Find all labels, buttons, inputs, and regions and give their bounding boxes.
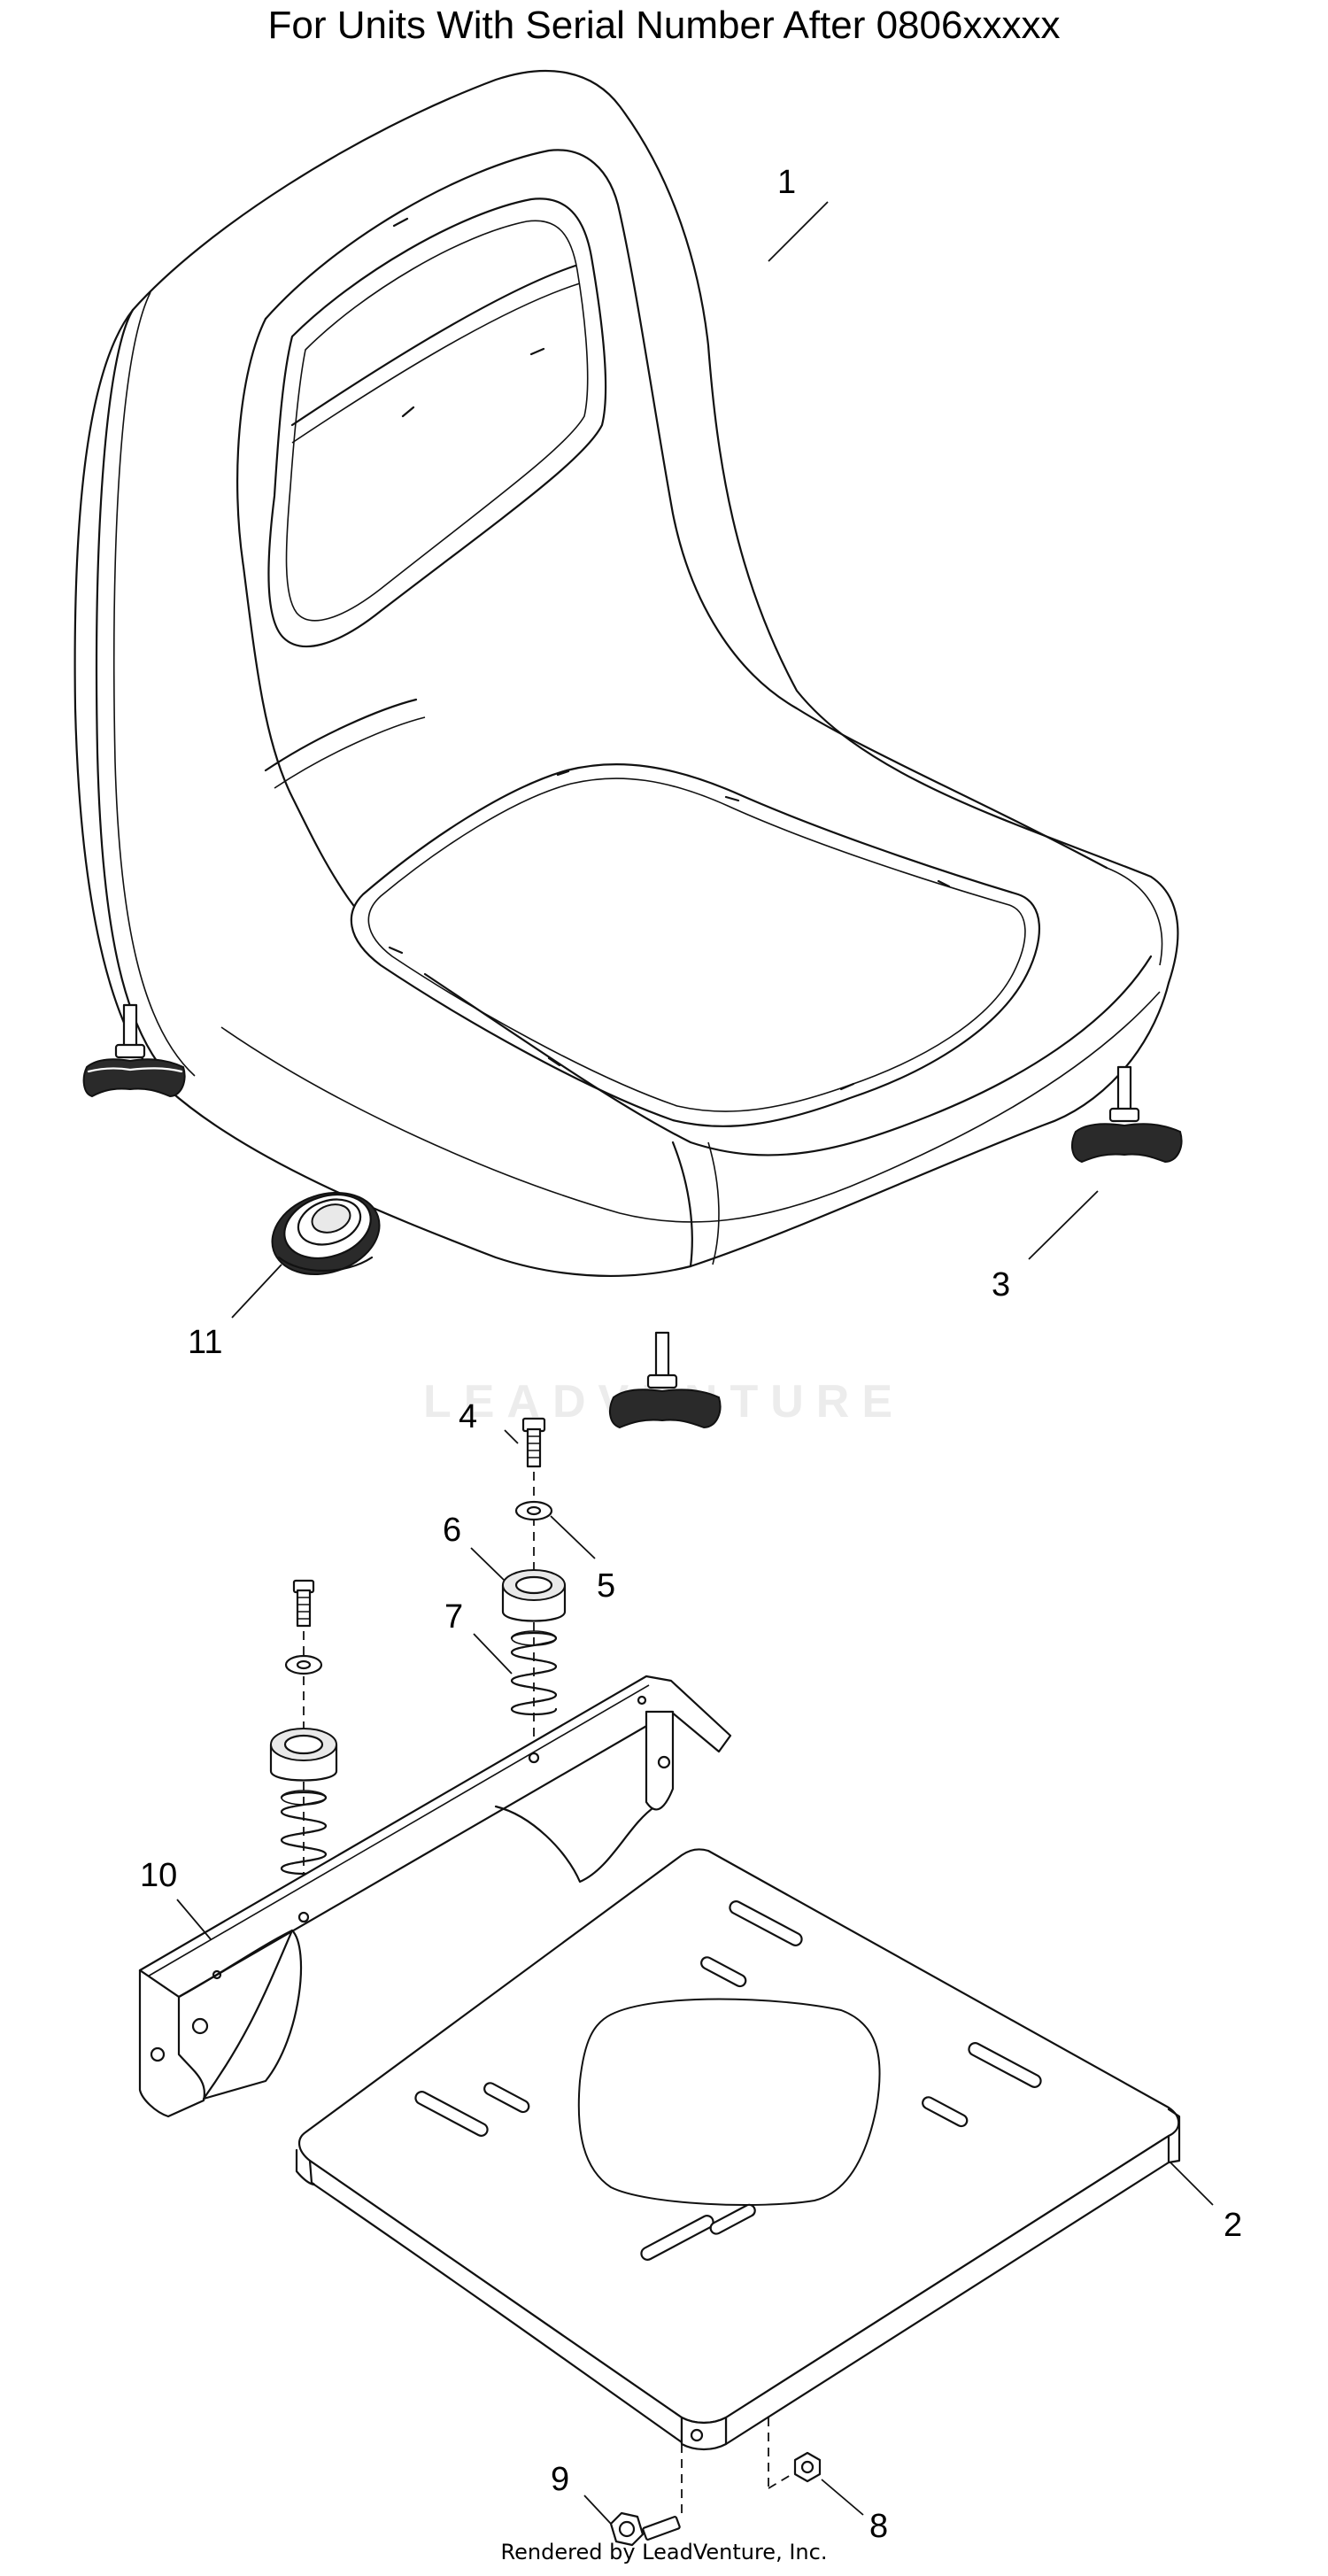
knob-right[interactable] [1070,1065,1183,1164]
knob-center[interactable] [608,1331,722,1429]
footer-credit: Rendered by LeadVenture, Inc. [500,2540,828,2564]
callout-4: 4 [459,1398,477,1435]
callout-4-leader [504,1429,519,1444]
bracket-part[interactable] [138,1675,732,2118]
callout-9: 9 [551,2461,569,2498]
callout-10: 10 [140,1857,177,1894]
spring-left[interactable] [280,1790,328,1876]
callout-10-leader [176,1899,212,1940]
callout-9-leader [583,2495,612,2525]
nut-part[interactable] [793,2451,822,2483]
callout-2-leader [1170,2162,1214,2206]
washer-left[interactable] [284,1654,323,1675]
bolt-left[interactable] [292,1579,315,1628]
callout-2: 2 [1224,2207,1242,2244]
callout-6-leader [470,1547,506,1582]
callout-5-leader [550,1515,596,1559]
spring-right[interactable] [510,1630,558,1716]
knob-left[interactable] [82,1003,186,1098]
page-title: For Units With Serial Number After 0806x… [267,4,1061,47]
callout-11-leader [231,1264,282,1319]
callout-3: 3 [992,1266,1010,1303]
callout-7-leader [473,1633,513,1675]
seat-switch[interactable] [261,1180,390,1288]
callout-1: 1 [777,164,796,201]
screw-part[interactable] [609,2511,681,2547]
callout-7: 7 [444,1598,463,1636]
callout-3-leader [1028,1190,1099,1260]
callout-5: 5 [597,1567,615,1605]
callout-11: 11 [188,1324,222,1361]
callout-8: 8 [869,2508,888,2545]
bolt-right[interactable] [521,1417,546,1468]
seat-pan-part[interactable] [295,1848,1181,2451]
callout-1-leader [768,201,829,262]
callout-6: 6 [443,1512,461,1549]
bumper-left[interactable] [269,1728,338,1782]
bumper-right[interactable] [501,1569,567,1622]
axis-nut-h [768,2472,796,2489]
washer-right[interactable] [514,1500,553,1521]
callout-8-leader [821,2479,864,2516]
seat-part[interactable] [73,69,1179,1277]
